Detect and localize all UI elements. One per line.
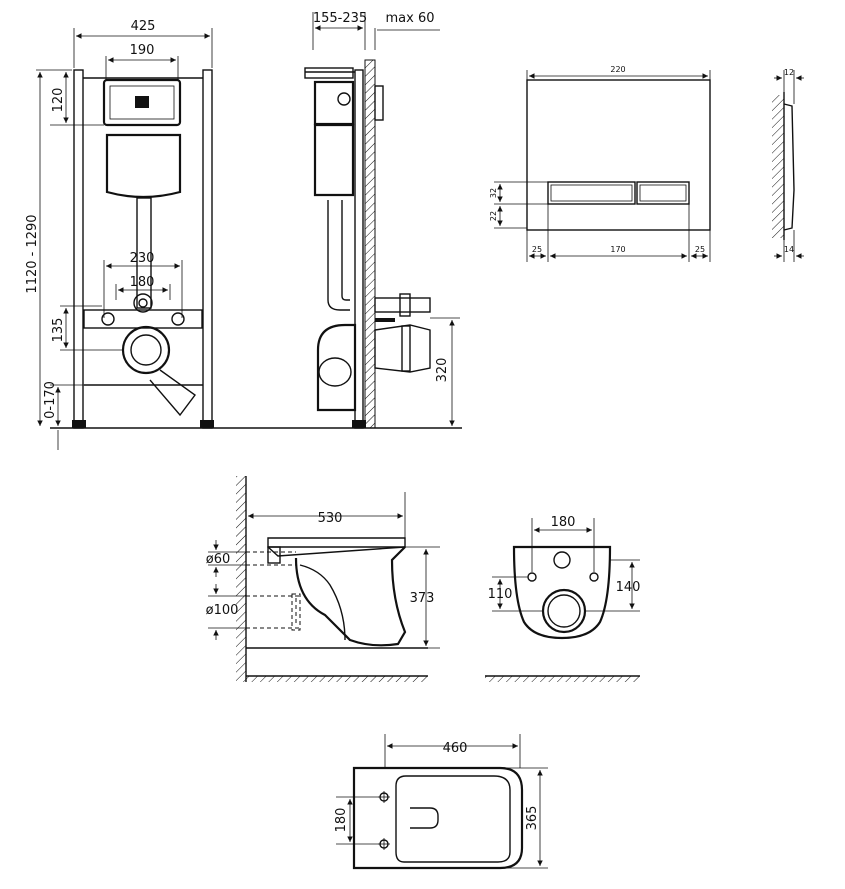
frame-right-post — [202, 69, 213, 429]
wall-section — [364, 59, 376, 429]
frame-side-view: 155-235 max 60 320 — [304, 11, 460, 429]
bowl-top-view: 460 180 365 — [334, 734, 548, 870]
dim-buttons-width: 170 — [610, 245, 625, 254]
dim-back-inlet-height: 140 — [616, 580, 641, 595]
dim-margin-left: 25 — [532, 245, 542, 254]
dim-top-width: 460 — [443, 741, 468, 756]
dim-outlet-diameter: ø100 — [206, 603, 239, 618]
outlet-pipe — [121, 325, 171, 375]
dim-frame-height: 1120 - 1290 — [25, 214, 40, 293]
dim-top-offset: 120 — [51, 88, 66, 113]
flush-plate-view: 220 32 22 25 170 25 12 14 — [489, 65, 804, 262]
dim-button-height: 32 — [489, 188, 498, 198]
bowl-body — [294, 546, 407, 647]
dim-bolt-inner: 180 — [130, 275, 155, 290]
bowl-back-outline — [512, 545, 612, 640]
dim-depth-top: 12 — [784, 68, 794, 77]
dim-bolt-to-outlet: 135 — [51, 318, 66, 343]
dim-tank-width: 190 — [130, 43, 155, 58]
bowl-inlet — [553, 551, 571, 569]
dim-bolt-outer: 230 — [130, 251, 155, 266]
dim-inlet-diameter: ø60 — [206, 552, 231, 567]
bowl-top-inner — [395, 775, 511, 863]
bowl-back-view: 180 110 140 — [485, 515, 640, 682]
flush-plate — [526, 79, 711, 231]
dim-top-bolt-spacing: 180 — [334, 808, 349, 833]
cistern-side — [313, 123, 355, 197]
cistern — [105, 133, 182, 199]
flush-plate-profile — [783, 103, 795, 231]
dim-back-bolt-height: 110 — [488, 587, 513, 602]
dim-bowl-length: 530 — [318, 511, 343, 526]
flush-button-left[interactable] — [547, 181, 636, 205]
dim-depth-bottom: 14 — [784, 245, 794, 254]
bowl-side-view: 530 ø60 ø100 373 — [206, 476, 440, 682]
dim-plate-width: 220 — [610, 65, 625, 74]
frame-front-view: 425 190 1120 - 1290 120 230 180 135 0-17… — [25, 19, 462, 450]
dim-outlet-height: 320 — [435, 358, 450, 383]
flush-button-right[interactable] — [636, 181, 690, 205]
bowl-outlet-back — [541, 588, 587, 634]
dim-depth-range: 155-235 — [313, 11, 367, 26]
control-box — [102, 78, 182, 127]
bowl-side-wall — [236, 476, 246, 682]
dim-back-bolt-spacing: 180 — [551, 515, 576, 530]
bowl-seat — [267, 537, 406, 548]
dim-bowl-height: 373 — [410, 591, 435, 606]
dim-frame-width: 425 — [131, 19, 156, 34]
dim-top-depth: 365 — [525, 806, 540, 831]
dim-wall-max: max 60 — [386, 11, 435, 26]
dim-button-offset: 22 — [489, 211, 498, 221]
dim-foot-adjust: 0-170 — [43, 381, 58, 419]
frame-left-post — [73, 69, 84, 429]
dim-margin-right: 25 — [695, 245, 705, 254]
